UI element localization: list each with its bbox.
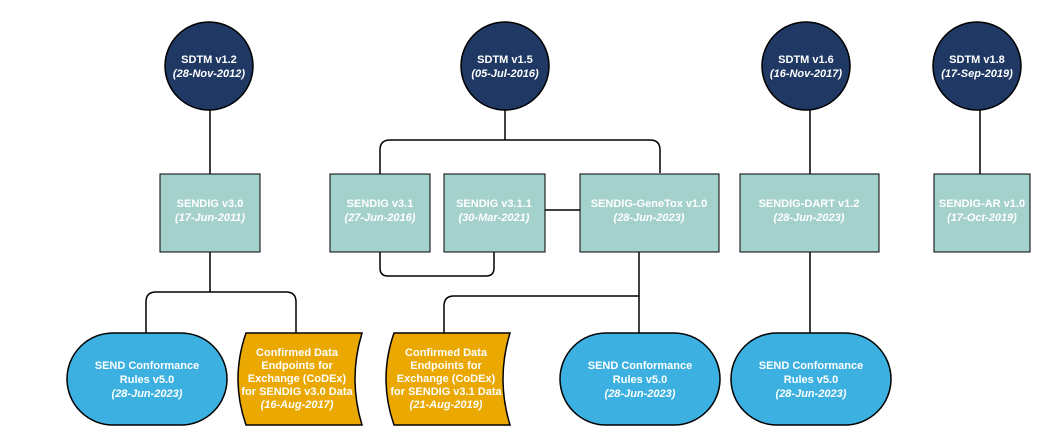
sendig-rect	[443, 173, 546, 253]
sdtm-node-2: SDTM v1.5 (05-Jul-2016)	[460, 21, 550, 111]
connector-sdtm15-branch	[379, 110, 661, 174]
rules-line1: SEND Conformance	[588, 360, 693, 372]
sdtm-circle	[164, 21, 254, 111]
connector-genetox-children	[443, 252, 640, 333]
codex-line: Endpoints for	[410, 360, 482, 372]
rules-line2: Rules v5.0	[613, 374, 667, 386]
sendig-title: SENDIG-GeneTox v1.0	[591, 198, 708, 210]
sendig-title: SENDIG v3.1.1	[456, 198, 532, 210]
conformance-rules-1: SEND Conformance Rules v5.0 (28-Jun-2023…	[66, 332, 228, 426]
sendig-box-4: SENDIG-GeneTox v1.0 (28-Jun-2023)	[579, 173, 720, 253]
sendig-rect	[579, 173, 720, 253]
connectors	[145, 110, 981, 333]
codex-date: (21-Aug-2019)	[410, 399, 483, 411]
rules-line1: SEND Conformance	[759, 360, 864, 372]
rules-shape	[559, 332, 721, 426]
codex-shape	[237, 332, 364, 426]
sendig-rect	[159, 173, 261, 253]
sdtm-circle	[761, 21, 851, 111]
sendig-box-1: SENDIG v3.0 (17-Jun-2011)	[159, 173, 261, 253]
sendig-title: SENDIG-DART v1.2	[759, 198, 860, 210]
rules-line2: Rules v5.0	[784, 374, 838, 386]
codex-shape	[385, 332, 512, 426]
rules-shape	[730, 332, 892, 426]
sendig-rect	[329, 173, 431, 253]
sendig-title: SENDIG v3.0	[177, 198, 244, 210]
sdtm-circle	[460, 21, 550, 111]
sendig-date: (30-Mar-2021)	[459, 212, 530, 224]
rules-line2: Rules v5.0	[120, 374, 174, 386]
sdtm-node-3: SDTM v1.6 (16-Nov-2017)	[761, 21, 851, 111]
codex-line: Endpoints for	[261, 360, 333, 372]
rules-date: (28-Jun-2023)	[112, 388, 183, 400]
sendig-box-6: SENDIG-AR v1.0 (17-Oct-2019)	[933, 173, 1031, 253]
codex-line: for SENDIG v3.0 Data	[241, 386, 353, 398]
sendig-title: SENDIG-AR v1.0	[939, 198, 1025, 210]
sdtm-date: (16-Nov-2017)	[770, 68, 842, 80]
sdtm-title: SDTM v1.5	[477, 54, 533, 66]
codex-node-2: Confirmed Data Endpoints for Exchange (C…	[385, 332, 512, 426]
sdtm-date: (28-Nov-2012)	[173, 68, 245, 80]
connector-sendig31-sendig311	[379, 252, 495, 277]
codex-line: Confirmed Data	[256, 347, 339, 359]
codex-line: Exchange (CoDEx)	[397, 373, 496, 385]
codex-line: for SENDIG v3.1 Data	[390, 386, 502, 398]
sendig-date: (17-Oct-2019)	[947, 212, 1017, 224]
sdtm-circle	[932, 21, 1022, 111]
conformance-rules-2: SEND Conformance Rules v5.0 (28-Jun-2023…	[559, 332, 721, 426]
rules-line1: SEND Conformance	[95, 360, 200, 372]
sendig-box-5: SENDIG-DART v1.2 (28-Jun-2023)	[739, 173, 880, 253]
sdtm-node-1: SDTM v1.2 (28-Nov-2012)	[164, 21, 254, 111]
sendig-rect	[933, 173, 1031, 253]
rules-date: (28-Jun-2023)	[776, 388, 847, 400]
codex-line: Exchange (CoDEx)	[248, 373, 347, 385]
sendig-rect	[739, 173, 880, 253]
sendig-date: (28-Jun-2023)	[774, 212, 845, 224]
sendig-date: (27-Jun-2016)	[345, 212, 416, 224]
sdtm-title: SDTM v1.8	[949, 54, 1005, 66]
sendig-date: (17-Jun-2011)	[175, 212, 245, 224]
codex-node-1: Confirmed Data Endpoints for Exchange (C…	[237, 332, 364, 426]
sendig-title: SENDIG v3.1	[347, 198, 414, 210]
sendig-box-2: SENDIG v3.1 (27-Jun-2016)	[329, 173, 431, 253]
codex-date: (16-Aug-2017)	[261, 399, 334, 411]
rules-date: (28-Jun-2023)	[605, 388, 676, 400]
sendig-box-3: SENDIG v3.1.1 (30-Mar-2021)	[443, 173, 546, 253]
conformance-rules-3: SEND Conformance Rules v5.0 (28-Jun-2023…	[730, 332, 892, 426]
sdtm-node-4: SDTM v1.8 (17-Sep-2019)	[932, 21, 1022, 111]
codex-line: Confirmed Data	[405, 347, 488, 359]
sdtm-title: SDTM v1.6	[778, 54, 834, 66]
rules-shape	[66, 332, 228, 426]
sdtm-date: (17-Sep-2019)	[941, 68, 1013, 80]
sdtm-title: SDTM v1.2	[181, 54, 237, 66]
connector-sendig30-children	[145, 252, 297, 333]
sendig-date: (28-Jun-2023)	[614, 212, 685, 224]
sdtm-date: (05-Jul-2016)	[471, 68, 539, 80]
